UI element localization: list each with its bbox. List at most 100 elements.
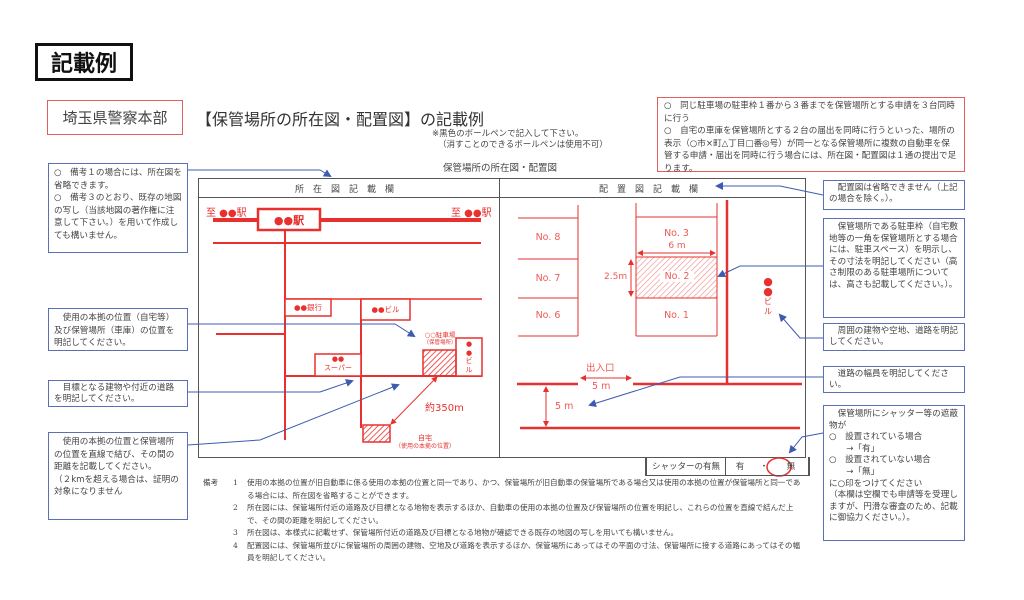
multiple-vehicles-note: ○ 同じ駐車場の駐車枠１番から３番までを保管場所とする申請を３台同時に行う ○ …: [657, 97, 965, 174]
char: ル: [465, 365, 473, 374]
char: ビ: [764, 297, 772, 306]
layout-map-lines: [517, 200, 802, 430]
shutter-sep: ・: [759, 462, 769, 472]
callout-line: 使用の本拠の位置と保管場所の位置を直線で結び、その間の距離を記載してください。: [54, 437, 175, 473]
char: ●: [465, 348, 473, 357]
example-badge: 記載例: [35, 43, 133, 81]
callout-line: ○ 設置されている場合: [829, 432, 923, 443]
location-map-roads: [213, 207, 483, 443]
remarks-label: 備考: [203, 478, 219, 487]
shutter-table: シャッターの有無 有 ・ 無: [645, 457, 810, 476]
station-box: [256, 207, 322, 232]
building-label: ●●ビル: [371, 305, 400, 314]
width-label: 6 m: [668, 241, 686, 251]
callout-distance: 使用の本拠の位置と保管場所の位置を直線で結び、その間の距離を記載してください。 …: [48, 432, 188, 520]
page-title: 【保管場所の所在図・配置図】の記載例: [196, 110, 485, 129]
shutter-yes[interactable]: 有: [735, 462, 745, 472]
bank-box: [284, 298, 332, 317]
callout-line: 周囲の建物や空地、道路を明記してください。: [829, 326, 958, 347]
space-no1: No. 1: [664, 310, 689, 321]
callout-connectors: [187, 169, 824, 454]
station-label: ●●駅: [273, 214, 305, 227]
callout-line: に○印をつけてください: [829, 478, 923, 489]
callout-shutter: 保管場所にシャッター等の遮蔽物が ○ 設置されている場合 →「有」 ○ 設置され…: [823, 405, 965, 541]
supermarket-label: ●● スーパー: [315, 355, 361, 373]
callout-line: ○ 設置されていない場合: [829, 455, 931, 466]
callout-home-and-parking: 使用の本拠の位置（自宅等）及び保管場所（車庫）の位置を明記してください。: [48, 308, 188, 351]
char: ●: [465, 340, 473, 348]
layout-building-label: ● ● ビ ル: [760, 275, 776, 317]
char: ●: [763, 275, 773, 288]
remarks: 備考 1 使用の本拠の位置が旧自動車に係る使用の本拠の位置と同一であり、かつ、保管場…: [203, 477, 803, 565]
remark-number: 1: [233, 478, 238, 487]
callout-line: 道路の幅員を明記してください。: [829, 369, 949, 390]
remark-number: 3: [233, 528, 238, 537]
callout-line: 配置図は省略できません（上記の場合を除く。）。: [829, 183, 958, 204]
note-line: ○ 同じ駐車場の駐車枠１番から３番までを保管場所とする申請を３台同時に行う: [664, 101, 955, 124]
distance-label: 約350m: [425, 403, 464, 414]
callout-line: 目標となる建物や付近の道路を明記してください。: [54, 383, 175, 404]
entrance-width-label: 5 m: [592, 381, 611, 392]
callout-line: ○ 備考３のとおり、既存の地図の写し（当該地図の著作権に注意して下さい。）を用い…: [54, 193, 182, 241]
callout-landmarks: 目標となる建物や付近の道路を明記してください。: [48, 380, 188, 407]
char: ル: [764, 307, 772, 316]
callout-line: →「有」: [829, 443, 880, 454]
parking-hatched: [422, 349, 457, 377]
remark-number: 4: [233, 540, 238, 550]
callout-line: （２kmを超える場合は、証明の対象になりません: [54, 474, 179, 498]
callout-road-width: 道路の幅員を明記してください。: [823, 366, 965, 393]
space-no6: No. 6: [535, 310, 561, 321]
pen-note-line: ※黒色のボールペンで記入して下さい。: [432, 129, 584, 139]
pen-note: ※黒色のボールペンで記入して下さい。 （消すことのできるボールペンは使用不可）: [432, 129, 608, 151]
callout-line: 使用の本拠の位置（自宅等）及び保管場所（車庫）の位置を明記してください。: [54, 313, 175, 349]
callout-location-map-optional: ○ 備考１の場合には、所在図を省略できます。 ○ 備考３のとおり、既存の地図の写…: [48, 163, 188, 253]
callout-line: 保管場所である駐車枠（自宅敷地等の一角を保管場所とする場合には、駐車スペース）を…: [829, 222, 958, 290]
remark-text: 配置図には、保管場所並びに保管場所の周囲の建物、空地及び道路を表示するほか、保管…: [247, 540, 801, 563]
space-no3: No. 3: [664, 228, 689, 239]
shutter-label: シャッターの有無: [646, 457, 726, 475]
form-caption: 保管場所の所在図・配置図: [442, 163, 557, 174]
parking-sub: （保管場所）: [423, 340, 457, 346]
parking-label: ○○駐車場 （保管場所）: [412, 331, 468, 347]
remark-item: 4 配置図には、保管場所並びに保管場所の周囲の建物、空地及び道路を表示するほか、保…: [203, 540, 803, 565]
callout-line: 保管場所にシャッター等の遮蔽物が: [829, 409, 958, 431]
callout-layout-required: 配置図は省略できません（上記の場合を除く。）。: [823, 180, 965, 210]
remark-number: 2: [233, 503, 238, 512]
supermarket-box: [314, 353, 362, 377]
callout-line: ○ 備考１の場合には、所在図を省略できます。: [54, 168, 182, 191]
depth-label: 2.5m: [604, 272, 628, 282]
pen-note-line: （消すことのできるボールペンは使用不可）: [438, 140, 608, 150]
shutter-no[interactable]: 無: [774, 457, 809, 475]
to-station-left-label: 至 ●●駅: [206, 208, 247, 219]
distance-arrow: [390, 376, 438, 425]
building-box: [360, 298, 411, 321]
road-width-label: 5 m: [555, 401, 574, 412]
remark-item: 3 所在図は、本様式に記載せず、保管場所付近の道路及び目標となる地物が確認できる既…: [203, 527, 803, 540]
form-frame: 所在図記載欄 配置図記載欄: [198, 178, 806, 458]
to-station-right-label: 至 ●●駅: [451, 208, 492, 219]
char: ビ: [465, 357, 473, 365]
supermarket-name: ●●: [331, 355, 345, 363]
remark-item: 2 所在図には、保管場所付近の道路及び目標となる地物を表示するほか、自動車の使用の…: [203, 502, 803, 527]
callout-surroundings: 周囲の建物や空地、道路を明記してください。: [823, 323, 965, 351]
space-no2: No. 2: [660, 271, 694, 282]
callout-line: （本欄は空欄でも申請等を受理しますが、円滑な審査のため、記載に御協力ください。）…: [829, 490, 958, 524]
note-line: ○ 自宅の車庫を保管場所とする２台の届出を同時に行うといった、場所の表示（○市×…: [664, 126, 957, 174]
remark-text: 使用の本拠の位置が旧自動車に係る使用の本拠の位置と同一であり、かつ、保管場所が旧…: [247, 478, 801, 500]
home-hatched: [362, 424, 391, 443]
space-no7: No. 7: [535, 273, 561, 284]
column-divider: [499, 179, 500, 458]
entrance-label: 出入口: [586, 363, 615, 374]
bank-label: ●●銀行: [293, 303, 323, 312]
selected-circle: [766, 457, 792, 477]
supermarket-text: スーパー: [324, 364, 352, 372]
callout-parking-space: 保管場所である駐車枠（自宅敷地等の一角を保管場所とする場合には、駐車スペース）を…: [823, 218, 965, 318]
char: ●: [763, 285, 773, 298]
home-label: 自宅 （使用の本拠の位置）: [380, 434, 470, 451]
tall-building-label: ● ● ビ ル: [456, 340, 482, 374]
parking-name: ○○駐車場: [424, 331, 456, 339]
remark-text: 所在図は、本様式に記載せず、保管場所付近の道路及び目標となる地物が確認できる既存…: [247, 528, 679, 537]
remark-text: 所在図には、保管場所付近の道路及び目標となる地物を表示するほか、自動車の使用の本…: [247, 503, 794, 525]
layout-map-header: 配置図記載欄: [500, 179, 806, 198]
